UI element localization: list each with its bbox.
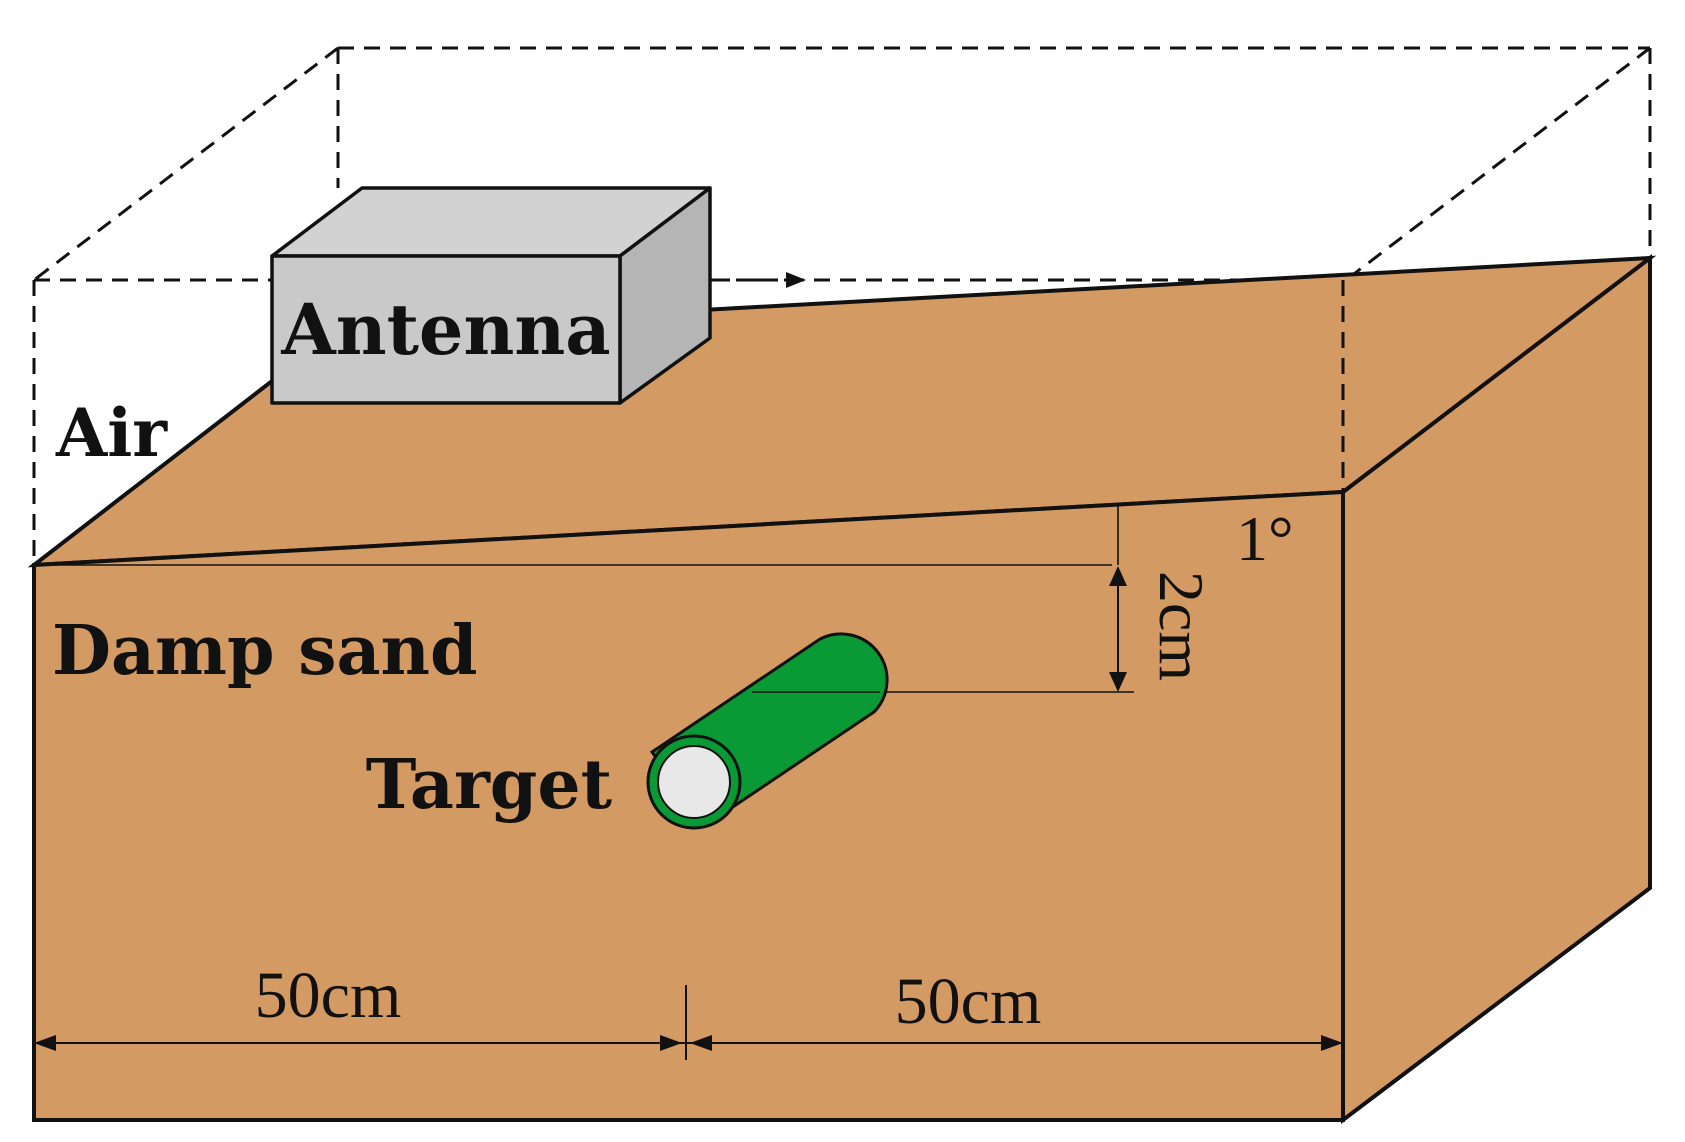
- antenna-front-face: [270, 254, 622, 405]
- width-right-label: 50cm: [895, 965, 1042, 1038]
- target-label: Target: [366, 745, 613, 825]
- antenna-label: Antenna: [280, 288, 610, 371]
- depth-label: 2cm: [1146, 571, 1217, 681]
- damp-sand-label: Damp sand: [52, 611, 478, 691]
- width-dimension: [34, 985, 1343, 1060]
- tilt-angle-label: 1°: [1236, 503, 1294, 574]
- air-domain-front-edges: [32, 280, 1345, 565]
- air-label: Air: [55, 394, 168, 472]
- antenna-box: [270, 186, 712, 405]
- target-cylinder: [646, 632, 889, 830]
- width-left-label: 50cm: [255, 959, 402, 1032]
- target-end-face: [657, 745, 731, 819]
